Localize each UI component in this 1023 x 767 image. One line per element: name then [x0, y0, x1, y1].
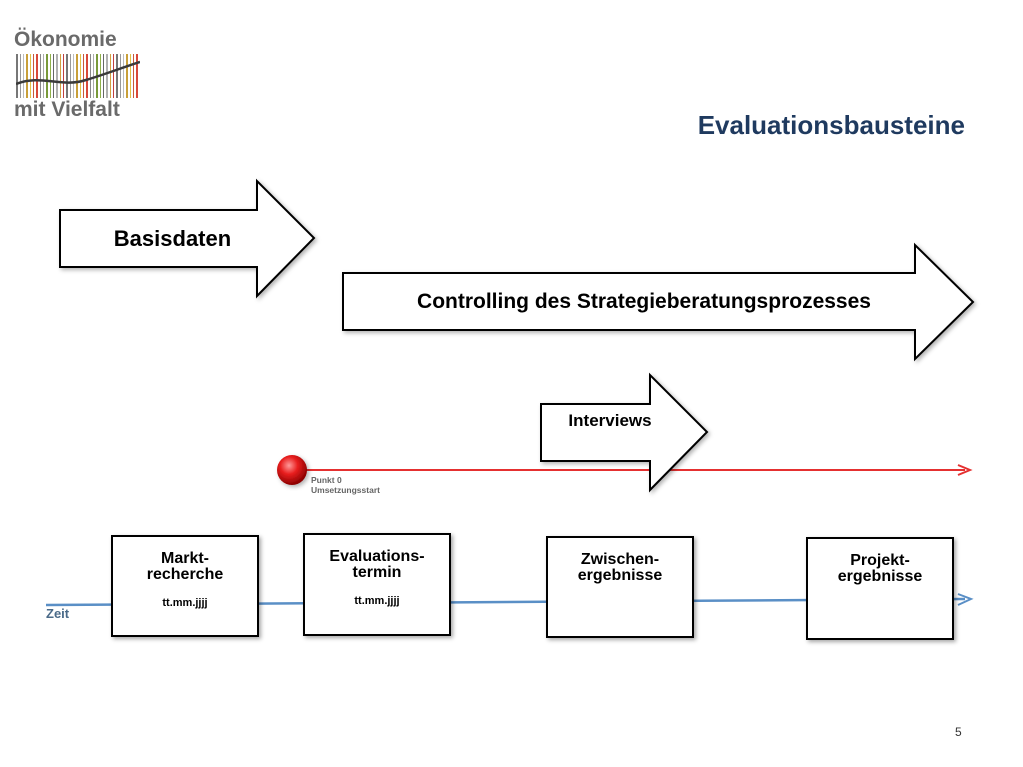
- milestone-title-line1: Markt-: [160, 550, 209, 567]
- logo: Ökonomie mit Vielfalt: [12, 28, 142, 123]
- basisdaten-label: Basisdaten: [113, 226, 232, 251]
- milestone-title-line1: Zwischen-: [580, 551, 660, 568]
- milestone-box-projektergebnisse: Projekt- ergebnisse: [806, 537, 954, 640]
- controlling-arrow: [342, 242, 975, 362]
- logo-text-bottom: mit Vielfalt: [14, 98, 120, 121]
- controlling-label: Controlling des Strategieberatungsprozes…: [417, 290, 871, 313]
- milestone-title-line2: ergebnisse: [837, 568, 923, 585]
- milestone-title-line1: Evaluations-: [329, 548, 425, 565]
- start-point-label-line1: Punkt 0: [311, 475, 342, 485]
- milestone-title-line2: termin: [352, 564, 402, 581]
- logo-text-top: Ökonomie: [14, 28, 117, 51]
- milestone-title-line1: Projekt-: [850, 552, 910, 569]
- milestone-title-line2: ergebnisse: [577, 567, 663, 584]
- page-title: Evaluationsbausteine: [697, 110, 965, 140]
- basisdaten-arrow: [59, 178, 316, 299]
- interviews-arrow: [540, 372, 709, 493]
- time-axis-arrowhead: [957, 593, 974, 606]
- start-point-label: Punkt 0 Umsetzungsstart: [311, 475, 380, 495]
- milestone-title-line2: recherche: [146, 566, 224, 583]
- page-number: 5: [955, 725, 962, 739]
- implementation-line-arrowhead: [957, 464, 973, 476]
- interviews-label: Interviews: [568, 411, 652, 430]
- barcode-logo-graphic: [16, 54, 140, 98]
- milestone-box-zwischenergebnisse: Zwischen- ergebnisse: [546, 536, 694, 638]
- milestone-box-marktrecherche: Markt- recherche tt.mm.jjjj: [111, 535, 259, 637]
- milestone-box-evaluationstermin: Evaluations- termin tt.mm.jjjj: [303, 533, 451, 636]
- milestone-date: tt.mm.jjjj: [162, 597, 208, 609]
- start-point-label-line2: Umsetzungsstart: [311, 485, 380, 495]
- milestone-date: tt.mm.jjjj: [354, 595, 400, 607]
- time-axis-label: Zeit: [46, 606, 70, 621]
- start-point-marker: [277, 455, 307, 485]
